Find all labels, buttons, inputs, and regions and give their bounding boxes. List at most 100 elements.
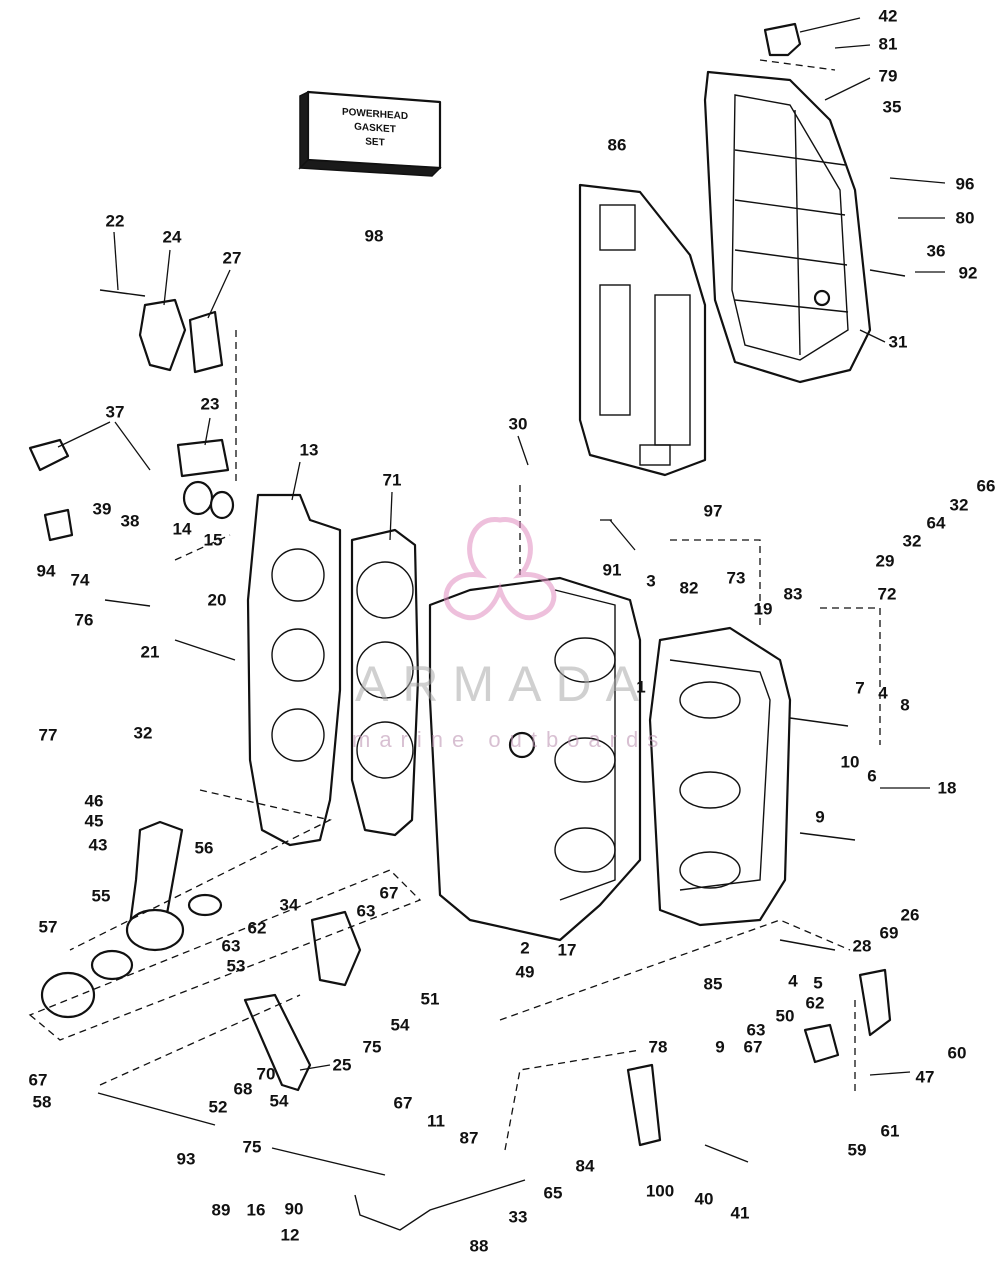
callout-number: 94 bbox=[36, 561, 56, 581]
callout-number: 84 bbox=[575, 1156, 595, 1176]
callout-number: 59 bbox=[847, 1140, 867, 1160]
callout-number: 70 bbox=[256, 1064, 276, 1084]
callout-number: 1 bbox=[636, 677, 646, 697]
callout-number: 53 bbox=[226, 956, 246, 976]
callout-number: 74 bbox=[70, 570, 90, 590]
callout-number: 29 bbox=[875, 551, 895, 571]
callout-number: 83 bbox=[783, 584, 803, 604]
callout-number: 27 bbox=[222, 248, 242, 268]
callout-number: 32 bbox=[902, 531, 922, 551]
callout-number: 14 bbox=[172, 519, 192, 539]
callout-number: 33 bbox=[508, 1207, 528, 1227]
callout-number: 67 bbox=[379, 883, 399, 903]
callout-number: 10 bbox=[840, 752, 860, 772]
callout-number: 31 bbox=[888, 332, 908, 352]
cylinder-head bbox=[246, 493, 342, 847]
cylinder-block bbox=[428, 576, 642, 942]
callout-number: 46 bbox=[84, 791, 104, 811]
callout-number: 34 bbox=[279, 895, 299, 915]
watermark-subtitle: marine outboards bbox=[352, 727, 668, 752]
callout-number: 26 bbox=[900, 905, 920, 925]
crankcase bbox=[648, 626, 792, 927]
callout-number: 6 bbox=[867, 766, 877, 786]
callout-number: 32 bbox=[133, 723, 153, 743]
callout-number: 55 bbox=[91, 886, 111, 906]
callout-number: 24 bbox=[162, 227, 182, 247]
callout-number: 63 bbox=[356, 901, 376, 921]
callout-number: 54 bbox=[269, 1091, 289, 1111]
watermark-logo bbox=[443, 517, 557, 620]
callout-number: 75 bbox=[362, 1037, 382, 1057]
callout-number: 25 bbox=[332, 1055, 352, 1075]
callout-number: 75 bbox=[242, 1137, 262, 1157]
callout-number: 64 bbox=[926, 513, 946, 533]
callout-number: 7 bbox=[855, 678, 865, 698]
callout-number: 13 bbox=[299, 440, 319, 460]
callout-number: 56 bbox=[194, 838, 214, 858]
callout-number: 39 bbox=[92, 499, 112, 519]
callout-number: 98 bbox=[364, 226, 384, 246]
callout-number: 50 bbox=[775, 1006, 795, 1026]
callout-number: 76 bbox=[74, 610, 94, 630]
callout-number: 51 bbox=[420, 989, 440, 1009]
callout-number: 23 bbox=[200, 394, 220, 414]
callout-number: 92 bbox=[958, 263, 978, 283]
callout-number: 69 bbox=[879, 923, 899, 943]
head-gasket bbox=[350, 528, 420, 837]
callout-number: 45 bbox=[84, 811, 104, 831]
callout-number: 30 bbox=[508, 414, 528, 434]
callout-number: 96 bbox=[955, 174, 975, 194]
callout-number: 57 bbox=[38, 917, 58, 937]
callout-number: 2 bbox=[520, 938, 530, 958]
callout-number: 35 bbox=[882, 97, 902, 117]
callout-number: 72 bbox=[877, 584, 897, 604]
callout-number: 91 bbox=[602, 560, 622, 580]
callout-number: 82 bbox=[679, 578, 699, 598]
callout-number: 86 bbox=[607, 135, 627, 155]
callout-number: 4 bbox=[878, 683, 888, 703]
callout-number: 90 bbox=[284, 1199, 304, 1219]
callout-number: 18 bbox=[937, 778, 957, 798]
callout-number: 63 bbox=[221, 936, 241, 956]
callout-number: 4 bbox=[788, 971, 798, 991]
callout-number: 19 bbox=[753, 599, 773, 619]
callout-number: 71 bbox=[382, 470, 402, 490]
callout-number: 3 bbox=[646, 571, 656, 591]
callout-number: 28 bbox=[852, 936, 872, 956]
callout-number: 38 bbox=[120, 511, 140, 531]
callout-number: 67 bbox=[393, 1093, 413, 1113]
callout-number: 87 bbox=[459, 1128, 479, 1148]
callout-number: 97 bbox=[703, 501, 723, 521]
callout-number: 52 bbox=[208, 1097, 228, 1117]
callout-number: 43 bbox=[88, 835, 108, 855]
callout-number: 81 bbox=[878, 34, 898, 54]
callout-number: 61 bbox=[880, 1121, 900, 1141]
callout-number: 63 bbox=[746, 1020, 766, 1040]
callout-number: 12 bbox=[280, 1225, 300, 1245]
manifold-cover bbox=[703, 70, 872, 384]
assembly-lines bbox=[28, 59, 881, 1151]
callout-number: 42 bbox=[878, 6, 898, 26]
callout-number: 20 bbox=[207, 590, 227, 610]
callout-number: 32 bbox=[949, 495, 969, 515]
small-parts bbox=[28, 22, 906, 1231]
callout-number: 62 bbox=[247, 918, 267, 938]
callout-number: 22 bbox=[105, 211, 125, 231]
callout-number: 88 bbox=[469, 1236, 489, 1256]
leader-lines bbox=[57, 17, 946, 1076]
callout-number: 41 bbox=[730, 1203, 750, 1223]
callout-number: 79 bbox=[878, 66, 898, 86]
gasket-set-box bbox=[298, 90, 442, 177]
callout-number: 47 bbox=[915, 1067, 935, 1087]
manifold-gasket bbox=[578, 183, 707, 477]
callout-number: 9 bbox=[715, 1037, 725, 1057]
callout-number: 89 bbox=[211, 1200, 231, 1220]
callout-number: 67 bbox=[28, 1070, 48, 1090]
callout-number: 65 bbox=[543, 1183, 563, 1203]
callout-number: 9 bbox=[815, 807, 825, 827]
callout-number: 85 bbox=[703, 974, 723, 994]
callout-number: 67 bbox=[743, 1037, 763, 1057]
callout-number: 11 bbox=[427, 1111, 445, 1131]
